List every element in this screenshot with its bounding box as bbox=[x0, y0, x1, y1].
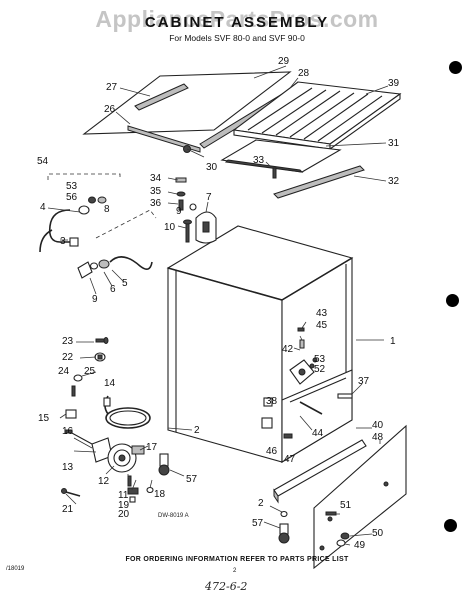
screw-30 bbox=[183, 145, 205, 158]
callout-label: 1 bbox=[390, 336, 396, 347]
callout-label: 14 bbox=[104, 378, 116, 389]
binder-hole-mark bbox=[444, 519, 457, 532]
lid-gasket bbox=[220, 139, 342, 173]
callout-label: 5 bbox=[122, 278, 128, 289]
callout-label: 12 bbox=[98, 476, 110, 487]
callout-label: 15 bbox=[38, 413, 50, 424]
callout-label: 29 bbox=[278, 56, 290, 67]
callout-label: 2 bbox=[258, 498, 264, 509]
callout-label: 24 bbox=[58, 366, 70, 377]
cabinet-body bbox=[166, 225, 354, 463]
trim-strip-27 bbox=[134, 83, 189, 111]
bottom-panel bbox=[313, 424, 407, 570]
callout-label: 2 bbox=[194, 425, 200, 436]
callout-label: 7 bbox=[206, 192, 212, 203]
drain-plug bbox=[336, 532, 350, 547]
callout-label: 11 bbox=[118, 490, 129, 501]
callout-label: 52 bbox=[314, 364, 326, 375]
figure-code: DW-8019 A bbox=[158, 513, 189, 519]
screw-33 bbox=[272, 167, 277, 179]
callout-label: 46 bbox=[266, 446, 278, 457]
binder-hole-mark bbox=[446, 294, 459, 307]
callout-label: 6 bbox=[110, 284, 116, 295]
leader-lines bbox=[47, 65, 389, 546]
pump-motor bbox=[65, 429, 145, 473]
callout-label: 57 bbox=[186, 474, 198, 485]
callout-label: 19 bbox=[118, 500, 130, 511]
page-number: 2 bbox=[233, 568, 237, 574]
callout-label: 4 bbox=[40, 202, 46, 213]
screw-51 bbox=[325, 511, 337, 516]
bolt-10 bbox=[183, 219, 192, 243]
callout-label: 16 bbox=[62, 426, 74, 437]
callout-label: 9 bbox=[176, 206, 182, 217]
callout-label: 48 bbox=[372, 432, 384, 443]
lid-switch-assembly bbox=[289, 327, 318, 385]
callout-label: 27 bbox=[106, 82, 118, 93]
callout-label: 18 bbox=[154, 489, 166, 500]
callout-label: 39 bbox=[388, 78, 400, 89]
callout-label: 35 bbox=[150, 186, 162, 197]
callout-label: 20 bbox=[118, 509, 130, 520]
callout-label: 57 bbox=[252, 518, 264, 529]
callout-label: 8 bbox=[104, 204, 110, 215]
callout-label: 53 bbox=[66, 181, 78, 192]
callout-label: 25 bbox=[84, 366, 96, 377]
callout-label: 33 bbox=[253, 155, 265, 166]
callout-label: 17 bbox=[146, 442, 158, 453]
callout-label: 30 bbox=[206, 162, 218, 173]
callout-label: 50 bbox=[372, 528, 384, 539]
callout-label: 3 bbox=[60, 236, 66, 247]
callout-label: 51 bbox=[340, 500, 352, 511]
document-code: /18019 bbox=[6, 566, 25, 572]
callout-label: 21 bbox=[62, 504, 74, 515]
callout-label: 34 bbox=[150, 173, 162, 184]
ordering-note: FOR ORDERING INFORMATION REFER TO PARTS … bbox=[125, 556, 349, 563]
callout-label: 22 bbox=[62, 352, 74, 363]
caster-rear bbox=[278, 510, 290, 544]
top-panel bbox=[82, 71, 292, 135]
callout-label: 47 bbox=[284, 454, 296, 465]
trim-strip-26 bbox=[127, 125, 201, 153]
callout-label: 40 bbox=[372, 420, 384, 431]
caster-front bbox=[158, 453, 185, 477]
diagram-title: CABINET ASSEMBLY bbox=[144, 14, 330, 31]
callout-labels: 27 29 28 39 26 31 30 33 32 54 53 56 8 34… bbox=[37, 56, 400, 551]
toe-rail bbox=[273, 439, 367, 504]
left-hardware bbox=[65, 337, 151, 429]
hinge-hardware bbox=[175, 177, 197, 211]
callout-label: 45 bbox=[316, 320, 328, 331]
lid-panel bbox=[232, 81, 402, 151]
callout-label: 10 bbox=[164, 222, 176, 233]
callout-label: 37 bbox=[358, 376, 370, 387]
callout-label: 54 bbox=[37, 156, 49, 167]
callout-label: 49 bbox=[354, 540, 366, 551]
watermark: AppliancePartsPros.com bbox=[95, 6, 379, 32]
callout-label: 13 bbox=[62, 462, 74, 473]
callout-label: 56 bbox=[66, 192, 78, 203]
callout-label: 26 bbox=[104, 104, 116, 115]
callout-label: 28 bbox=[298, 68, 310, 79]
callout-label: 31 bbox=[388, 138, 400, 149]
hose-assembly bbox=[39, 173, 157, 279]
callout-label: 36 bbox=[150, 198, 162, 209]
callout-label: 32 bbox=[388, 176, 400, 187]
callout-label: 53 bbox=[314, 354, 326, 365]
callout-label: 23 bbox=[62, 336, 74, 347]
right-hardware bbox=[261, 393, 353, 439]
callout-label: 42 bbox=[282, 344, 294, 355]
callout-label: 9 bbox=[92, 294, 98, 305]
handwritten-note: 472-6-2 bbox=[205, 580, 248, 593]
callout-label: 44 bbox=[312, 428, 324, 439]
diagram-subtitle: For Models SVF 80-0 and SVF 90-0 bbox=[169, 33, 305, 43]
trim-strip-32 bbox=[273, 165, 365, 199]
callout-label: 43 bbox=[316, 308, 328, 319]
binder-hole-mark bbox=[449, 61, 462, 74]
callout-label: 38 bbox=[266, 396, 278, 407]
hinge-bracket bbox=[195, 211, 217, 244]
